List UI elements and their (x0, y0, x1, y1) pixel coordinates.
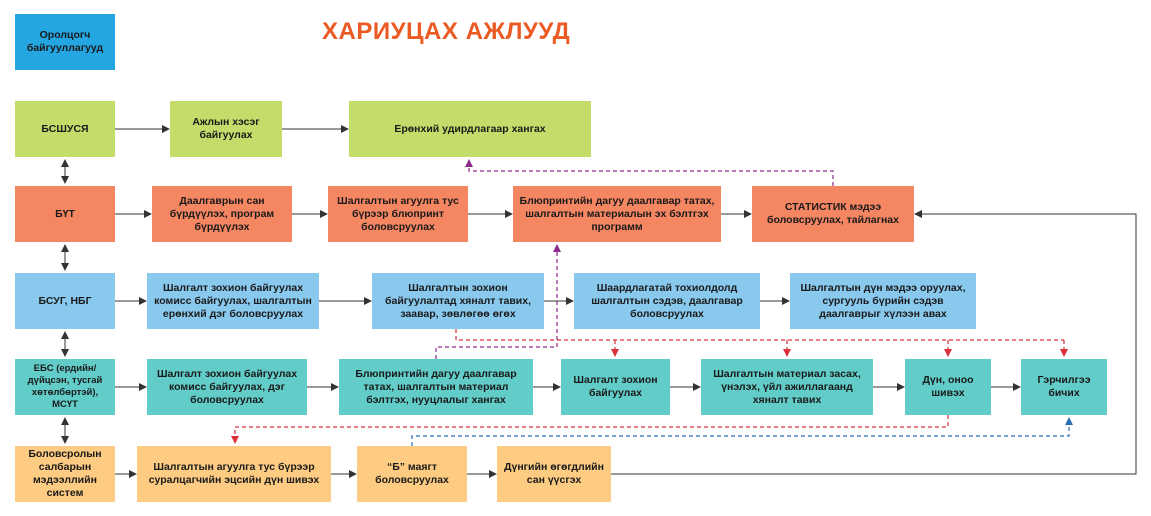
task-item-bank: Даалгаврын сан бүрдүүлэх, програм бүрдүү… (152, 186, 292, 242)
task-blueprint-program: Блюпринтийн дагуу даалгавар татах, шалга… (513, 186, 721, 242)
legend-participants: Оролцогч байгууллагууд (15, 14, 115, 70)
task-topics-if-needed: Шаардлагатай тохиолдолд шалгалтын сэдэв,… (574, 273, 760, 329)
task-grade-materials: Шалгалтын материал засах, үнэлэх, үйл аж… (701, 359, 873, 415)
dash-statistics-to-management (465, 159, 834, 186)
task-working-group: Ажлын хэсэг байгуулах (170, 101, 282, 157)
task-monitoring-guidance: Шалгалтын зохион байгуулалтад хяналт тав… (372, 273, 544, 329)
org-schools: ЕБС (ердийн/дүйцсэн, тусгай хөтөлбөртэй)… (15, 359, 115, 415)
task-conduct-exam: Шалгалт зохион байгуулах (561, 359, 670, 415)
org-bsshusya: БСШУСЯ (15, 101, 115, 157)
task-school-commission: Шалгалт зохион байгуулах комисс байгуула… (147, 359, 307, 415)
dash-materials-to-program (435, 244, 561, 359)
task-final-results: Шалгалтын агуулга тус бүрээр суралцагчий… (137, 446, 331, 502)
task-form-b: “Б” маягт боловсруулах (357, 446, 467, 502)
task-database: Дүнгийн өгөгдлийн сан үүсгэх (497, 446, 611, 502)
dash-monitoring-branch (455, 329, 1064, 341)
page-title: ХАРИУЦАХ АЖЛУУД (322, 18, 571, 45)
arrow-database-to-statistics (611, 210, 1137, 475)
org-but: БҮТ (15, 186, 115, 242)
task-commission-rules: Шалгалт зохион байгуулах комисс байгуула… (147, 273, 319, 329)
task-prepare-materials: Блюпринтийн дагуу даалгавар татах, шалга… (339, 359, 533, 415)
task-general-management: Ерөнхий удирдлагаар хангах (349, 101, 591, 157)
org-bsug-nbg: БСУГ, НБГ (15, 273, 115, 329)
task-enter-results: Шалгалтын дүн мэдээ оруулах, сургууль бү… (790, 273, 976, 329)
task-statistics: СТАТИСТИК мэдээ боловсруулах, тайлагнах (752, 186, 914, 242)
task-blueprint: Шалгалтын агуулга тус бүрээр блюпринт бо… (328, 186, 468, 242)
dash-formb-to-certificates (411, 417, 1073, 446)
dash-scores-to-final-results (231, 415, 949, 444)
org-info-system: Боловсролын салбарын мэдээллийн систем (15, 446, 115, 502)
task-enter-scores: Дүн, оноо шивэх (905, 359, 991, 415)
task-certificates: Гэрчилгээ бичих (1021, 359, 1107, 415)
